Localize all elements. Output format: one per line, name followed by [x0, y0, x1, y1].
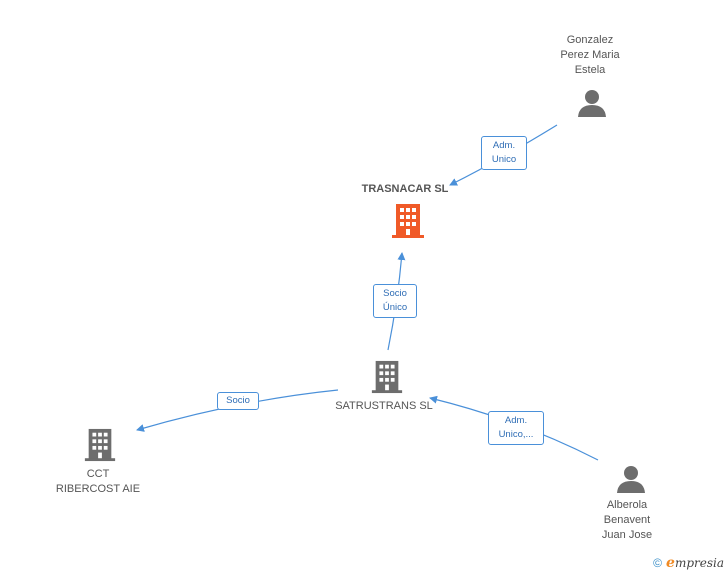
person-label-gonzalez[interactable]: Gonzalez Perez Maria Estela [560, 34, 620, 76]
person-icon[interactable] [577, 88, 607, 118]
relation-label-socio-unico: Socio Único [373, 284, 417, 318]
building-icon[interactable] [370, 360, 404, 394]
building-icon[interactable] [83, 428, 117, 462]
relation-label-adm-unico-more: Adm. Unico,... [488, 411, 544, 445]
copyright-symbol: © [653, 556, 663, 570]
brand-footer: ©empresia [653, 555, 724, 571]
relation-label-socio: Socio [217, 392, 259, 410]
person-label-alberola[interactable]: Alberola Benavent Juan Jose [601, 499, 653, 541]
empresia-logo: empresia [666, 555, 724, 571]
company-label-cct[interactable]: CCT RIBERCOST AIE [55, 468, 141, 495]
company-label-satrustrans[interactable]: SATRUSTRANS SL [335, 400, 433, 412]
person-icon[interactable] [616, 464, 646, 494]
company-label-trasnacar[interactable]: TRASNACAR SL [361, 183, 449, 195]
relation-label-adm-unico: Adm. Unico [481, 136, 527, 170]
building-icon-main[interactable] [390, 203, 426, 239]
